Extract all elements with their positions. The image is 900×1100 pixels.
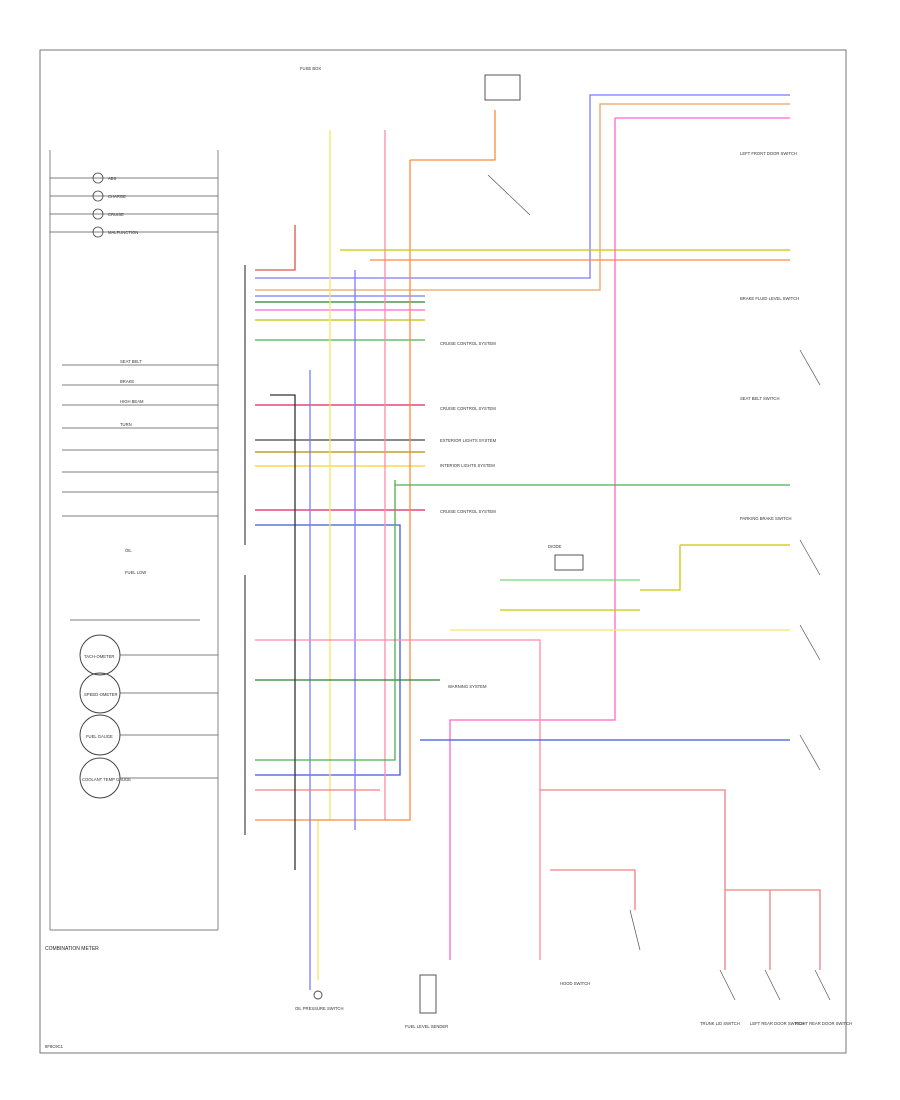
component-label-5: PARKING BRAKE SWITCH — [740, 516, 792, 521]
gauge-label-1: SPEED-OMETER — [84, 692, 118, 697]
indicator-label-9: FUEL LOW — [125, 570, 146, 575]
component-label-2: SEAT BELT SWITCH — [740, 396, 779, 401]
component-label-6: BRAKE FLUID LEVEL SWITCH — [740, 296, 799, 301]
indicator-label-4: SEAT BELT — [120, 359, 142, 364]
gauge-label-2: FUEL GAUGE — [86, 734, 113, 739]
component-label-1: LEFT FRONT DOOR SWITCH — [740, 151, 797, 156]
indicator-label-6: HIGH BEAM — [120, 399, 144, 404]
combination-meter — [49, 150, 219, 931]
component-label-9: LEFT REAR DOOR SWITCH — [750, 1021, 804, 1026]
component-symbols — [313, 74, 831, 1014]
indicator-label-0: ABS — [108, 176, 117, 181]
labels: COMBINATION METER 8F8C9C1 TACH-OMETER SP… — [45, 66, 852, 1049]
gauge-label-3: COOLANT TEMP GAUGE — [82, 777, 131, 782]
system-label-3: EXTERIOR LIGHTS SYSTEM — [440, 438, 497, 443]
indicator-label-1: CHARGE — [108, 194, 126, 199]
component-label-7: DIODE — [548, 544, 561, 549]
diagram-frame — [39, 49, 847, 1054]
wire-harness — [255, 94, 821, 990]
cluster-caption: COMBINATION METER — [45, 946, 99, 952]
indicator-label-7: TURN — [120, 422, 132, 427]
indicator-label-3: MALFUNCTION — [108, 230, 138, 235]
component-label-0: FUSE BOX — [300, 66, 321, 71]
system-label-2: CRUISE CONTROL SYSTEM — [440, 509, 496, 514]
component-label-11: HOOD SWITCH — [560, 981, 590, 986]
indicator-rows — [50, 172, 218, 517]
system-label-4: INTERIOR LIGHTS SYSTEM — [440, 463, 495, 468]
component-label-10: TRUNK LID SWITCH — [700, 1021, 740, 1026]
system-label-1: CRUISE CONTROL SYSTEM — [440, 406, 496, 411]
system-label-5: WARNING SYSTEM — [448, 684, 487, 689]
gauge-label-0: TACH-OMETER — [84, 654, 114, 659]
component-label-3: OIL PRESSURE SWITCH — [295, 1006, 343, 1011]
indicator-label-2: CRUISE — [108, 212, 124, 217]
system-label-0: CRUISE CONTROL SYSTEM — [440, 341, 496, 346]
indicator-label-5: BRAKE — [120, 379, 134, 384]
footer-code: 8F8C9C1 — [45, 1044, 64, 1049]
indicator-label-8: OIL — [125, 548, 132, 553]
component-label-8: RIGHT REAR DOOR SWITCH — [795, 1021, 852, 1026]
component-label-4: FUEL LEVEL SENDER — [405, 1024, 448, 1029]
